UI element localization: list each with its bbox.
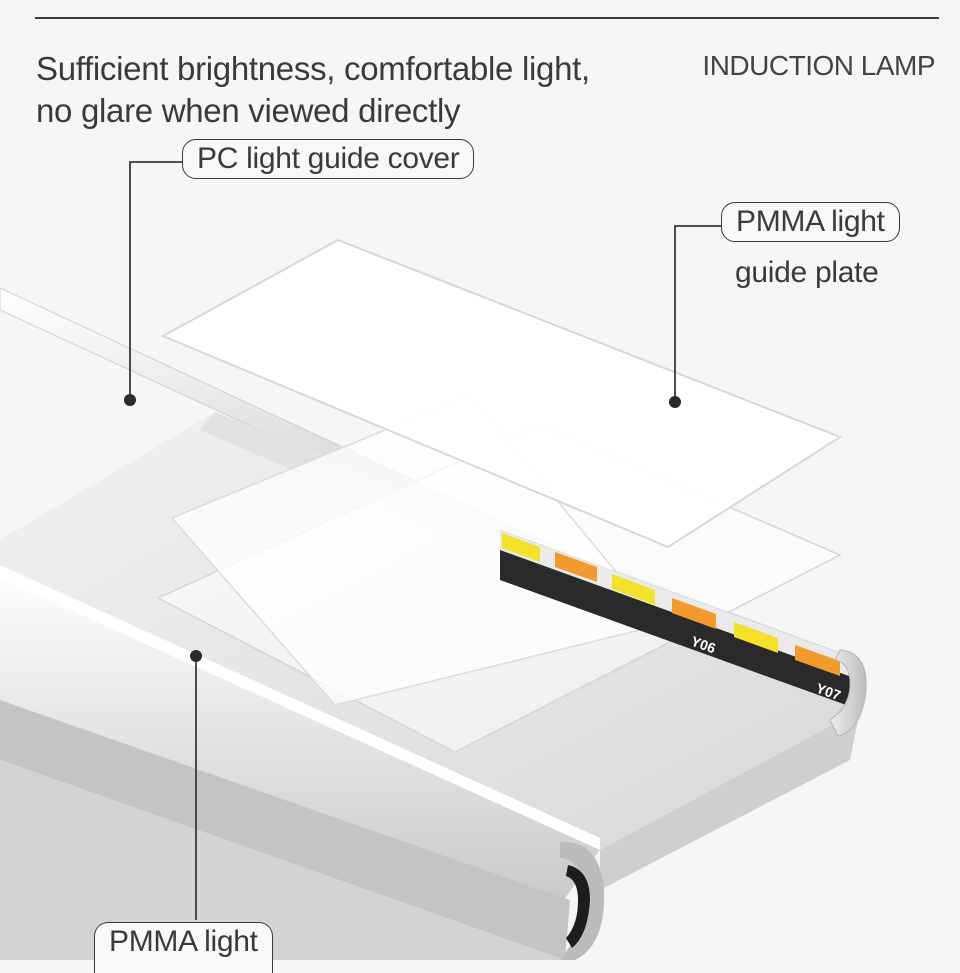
- callout-pc-cover: PC light guide cover: [182, 139, 474, 179]
- leader-dot-pmma-bottom: [190, 650, 202, 662]
- callout-pmma-plate-line-2: guide plate: [735, 256, 879, 290]
- leader-dot-pc-cover: [124, 394, 136, 406]
- leader-dot-pmma-plate: [669, 396, 681, 408]
- callout-pmma-plate: PMMA light: [721, 202, 900, 242]
- callout-pmma-bottom: PMMA light: [94, 922, 273, 973]
